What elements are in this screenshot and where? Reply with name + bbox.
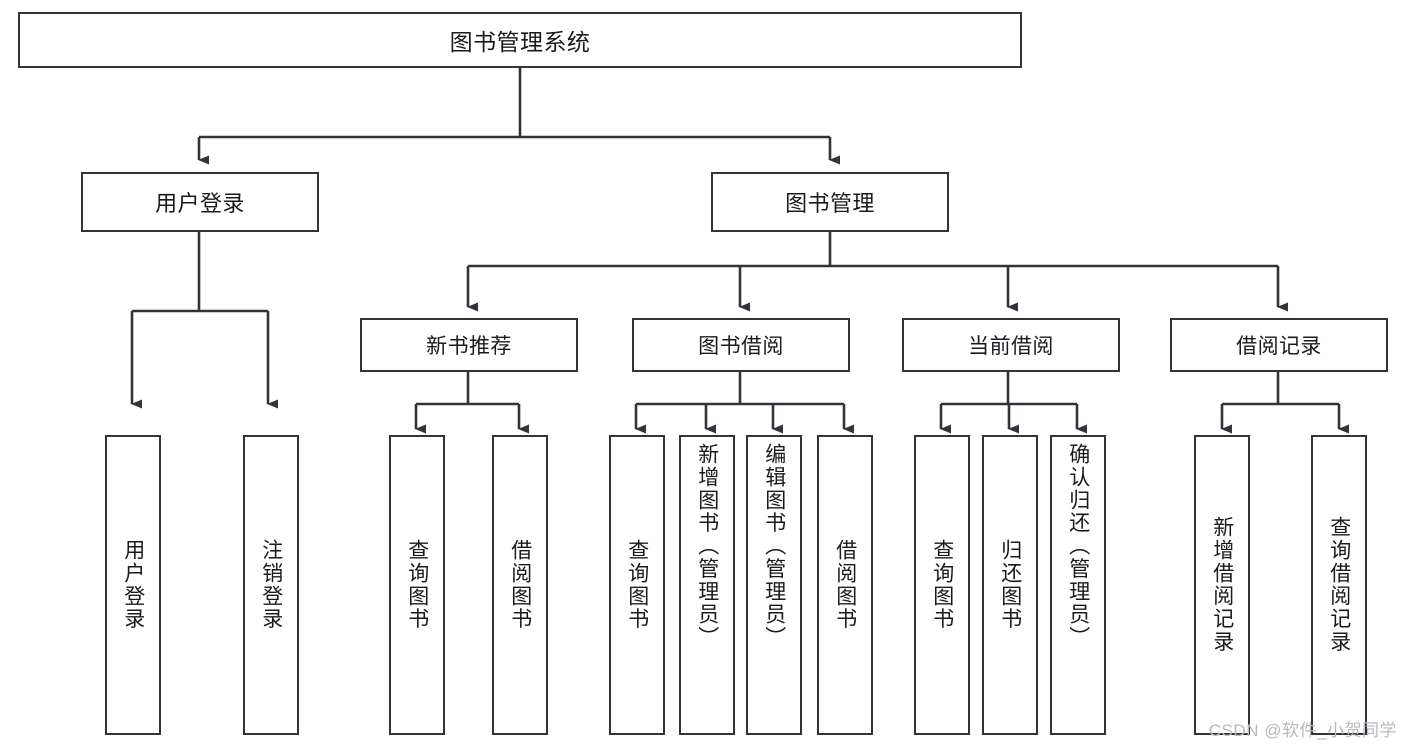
node-label: 图书管理系统 [449, 29, 591, 55]
node-label: 归还图书 [998, 539, 1022, 631]
node-leaf-user-login[interactable]: 用户登录 [105, 435, 161, 735]
node-label: 新增图书（管理员） [695, 443, 719, 650]
node-label: 借阅图书 [833, 539, 857, 631]
node-label: 图书管理 [785, 191, 875, 216]
node-label: 用户登录 [121, 539, 145, 631]
node-leaf-borrow-book-recommend[interactable]: 借阅图书 [492, 435, 548, 735]
node-label: 新书推荐 [426, 335, 512, 358]
node-leaf-add-borrow-record[interactable]: 新增借阅记录 [1194, 435, 1250, 735]
node-label: 查询图书 [625, 539, 649, 631]
node-label: 查询图书 [405, 539, 429, 631]
node-user-login[interactable]: 用户登录 [81, 172, 319, 232]
node-label: 查询图书 [930, 539, 954, 631]
node-root-book-management-system[interactable]: 图书管理系统 [18, 12, 1022, 68]
node-label: 借阅记录 [1236, 335, 1322, 358]
node-current-borrowing[interactable]: 当前借阅 [902, 318, 1120, 372]
node-leaf-confirm-return-admin[interactable]: 确认归还（管理员） [1050, 435, 1106, 735]
node-label: 查询借阅记录 [1327, 516, 1351, 654]
node-leaf-logout[interactable]: 注销登录 [243, 435, 299, 735]
node-label: 用户登录 [155, 191, 245, 216]
node-label: 图书借阅 [698, 335, 784, 358]
node-label: 当前借阅 [968, 335, 1054, 358]
node-leaf-query-book-borrow[interactable]: 查询图书 [609, 435, 665, 735]
node-leaf-return-book[interactable]: 归还图书 [982, 435, 1038, 735]
node-leaf-query-book-current[interactable]: 查询图书 [914, 435, 970, 735]
node-label: 新增借阅记录 [1210, 516, 1234, 654]
node-leaf-add-book-admin[interactable]: 新增图书（管理员） [679, 435, 735, 735]
node-new-book-recommendation[interactable]: 新书推荐 [360, 318, 578, 372]
node-leaf-query-borrow-record[interactable]: 查询借阅记录 [1311, 435, 1367, 735]
node-book-management[interactable]: 图书管理 [711, 172, 949, 232]
node-borrowing-record[interactable]: 借阅记录 [1170, 318, 1388, 372]
node-book-borrowing[interactable]: 图书借阅 [632, 318, 850, 372]
node-leaf-borrow-book[interactable]: 借阅图书 [817, 435, 873, 735]
node-leaf-query-book-recommend[interactable]: 查询图书 [389, 435, 445, 735]
node-label: 确认归还（管理员） [1066, 443, 1090, 650]
node-leaf-edit-book-admin[interactable]: 编辑图书（管理员） [746, 435, 802, 735]
node-label: 注销登录 [259, 539, 283, 631]
node-label: 借阅图书 [508, 539, 532, 631]
node-label: 编辑图书（管理员） [762, 443, 786, 650]
